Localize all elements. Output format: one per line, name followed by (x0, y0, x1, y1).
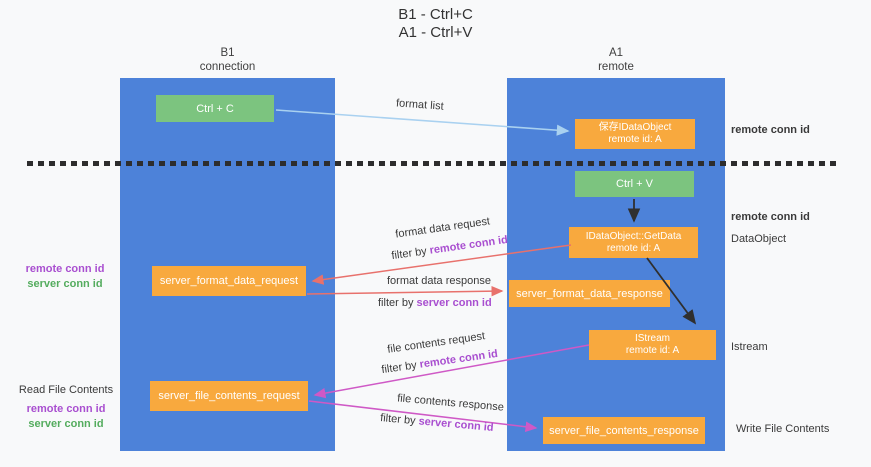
edge-label-format-data-request: format data request (395, 215, 491, 240)
file-contents-response-text: file contents response (396, 392, 505, 414)
remote-conn-id-text: remote conn id (418, 347, 499, 371)
dataobject-label: DataObject (731, 233, 787, 245)
edge-label-file-contents-response: file contents response (397, 392, 505, 413)
node-ctrl-c-label: Ctrl + C (196, 102, 234, 115)
edge-label-filter-by-server-conn-id-1: filter by server conn id (378, 297, 492, 309)
format-list-text: format list (395, 97, 445, 113)
node-server-file-contents-response: server_file_contents_response (543, 417, 705, 444)
node-saved-idataobject-line1: 保存IDataObject (598, 122, 672, 133)
server-conn-id-text: server conn id (418, 415, 495, 434)
left-remote-conn-id-file: remote conn id (26, 403, 106, 415)
server-conn-id-text: server conn id (416, 297, 492, 309)
node-saved-idataobject-line2: remote id: A (608, 134, 662, 145)
node-istream: IStream remote id: A (589, 330, 716, 360)
lifeline-a1-role: remote (598, 61, 634, 73)
read-file-contents-label: Read File Contents (18, 384, 114, 396)
filter-by-text: filter by (380, 358, 421, 377)
lifeline-a1-header: A1 remote (507, 46, 725, 74)
lifeline-a1-name: A1 (608, 47, 624, 59)
copy-paste-separator-dashed-line (27, 161, 839, 166)
edge-label-filter-by-server-conn-id-2: filter by server conn id (380, 412, 494, 434)
right-remote-conn-id-saved: remote conn id (731, 124, 810, 136)
edge-label-format-list: format list (396, 97, 444, 112)
left-server-conn-id-format: server conn id (27, 278, 103, 290)
node-istream-line1: IStream (634, 333, 670, 344)
filter-by-text: filter by (378, 297, 417, 309)
left-remote-conn-id-format: remote conn id (25, 263, 105, 275)
format-data-response-text: format data response (387, 275, 491, 287)
lifeline-b1-role: connection (199, 61, 256, 73)
node-server-file-contents-request-label: server_file_contents_request (158, 390, 300, 402)
format-data-request-text: format data request (394, 215, 491, 241)
node-server-format-data-response: server_format_data_response (509, 280, 670, 307)
lifeline-b1-name: B1 (220, 47, 235, 59)
node-server-file-contents-response-label: server_file_contents_response (549, 424, 699, 437)
diagram-title-line1: B1 - Ctrl+C (398, 6, 473, 23)
istream-side-label: Istream (731, 341, 768, 353)
node-server-format-data-request-label: server_format_data_request (159, 275, 299, 287)
node-server-format-data-request: server_format_data_request (152, 266, 306, 296)
filter-by-text: filter by (390, 244, 431, 263)
right-remote-conn-id-paste: remote conn id (731, 211, 810, 223)
left-server-conn-id-file: server conn id (28, 418, 104, 430)
lifeline-b1-header: B1 connection (120, 46, 335, 74)
node-ctrl-c: Ctrl + C (156, 95, 274, 122)
node-istream-line2: remote id: A (625, 345, 680, 356)
remote-conn-id-text: remote conn id (428, 233, 509, 257)
node-server-file-contents-request: server_file_contents_request (150, 381, 308, 411)
node-idataobject-getdata-line1: IDataObject::GetData (585, 230, 682, 242)
left-labels-format-ids: remote conn id server conn id (18, 262, 112, 292)
write-file-contents-label: Write File Contents (736, 423, 830, 435)
diagram-title: B1 - Ctrl+C A1 - Ctrl+V (0, 6, 871, 42)
arrow-format-data-response (306, 285, 504, 297)
node-idataobject-getdata-line2: remote id: A (606, 242, 661, 254)
filter-by-text: filter by (379, 412, 420, 428)
node-ctrl-v: Ctrl + V (575, 171, 694, 197)
node-saved-idataobject: 保存IDataObject remote id: A (575, 119, 695, 149)
diagram-title-line2: A1 - Ctrl+V (398, 24, 473, 41)
edge-label-format-data-response: format data response (387, 275, 491, 287)
node-idataobject-getdata: IDataObject::GetData remote id: A (569, 227, 698, 258)
node-ctrl-v-label: Ctrl + V (616, 178, 653, 190)
node-server-format-data-response-label: server_format_data_response (516, 287, 663, 300)
left-labels-file-ids: Read File Contents remote conn id server… (14, 383, 118, 432)
